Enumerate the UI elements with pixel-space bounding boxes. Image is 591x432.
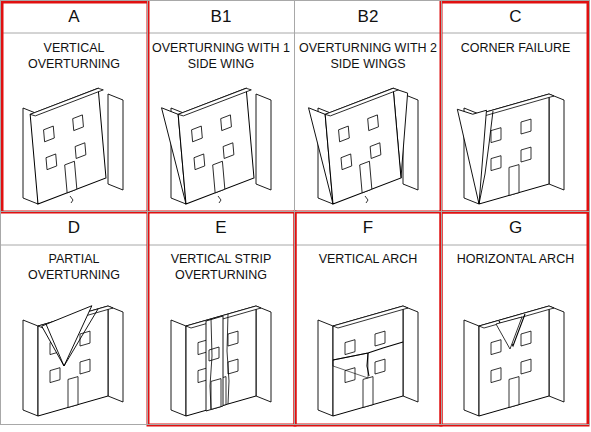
failure-mode-cell: B2OVERTURNING WITH 2 SIDE WINGS [294, 0, 442, 212]
mode-letter: D [1, 212, 147, 244]
failure-mode-cell: DPARTIAL OVERTURNING [0, 211, 148, 425]
failure-mode-cell: FVERTICAL ARCH [294, 211, 442, 425]
mode-letter: G [442, 212, 589, 244]
failure-mode-cell: B1OVERTURNING WITH 1 SIDE WING [147, 0, 295, 212]
mode-letter: F [295, 212, 441, 244]
mode-title: HORIZONTAL ARCH [442, 244, 589, 267]
mode-title: VERTICAL ARCH [295, 244, 441, 267]
mode-letter: B1 [148, 1, 294, 33]
mode-title: VERTICAL OVERTURNING [1, 33, 147, 72]
mode-title: PARTIAL OVERTURNING [1, 244, 147, 283]
mode-title: VERTICAL STRIP OVERTURNING [148, 244, 294, 283]
mode-title: OVERTURNING WITH 2 SIDE WINGS [295, 33, 441, 72]
mode-letter: A [1, 1, 147, 33]
mode-title: OVERTURNING WITH 1 SIDE WING [148, 33, 294, 72]
mode-letter: E [148, 212, 294, 244]
failure-mode-cell: AVERTICAL OVERTURNING [0, 0, 148, 212]
mode-letter: B2 [295, 1, 441, 33]
failure-mode-cell: CCORNER FAILURE [441, 0, 590, 212]
failure-mode-cell: EVERTICAL STRIP OVERTURNING [147, 211, 295, 425]
mode-title: CORNER FAILURE [442, 33, 589, 56]
mode-letter: C [442, 1, 589, 33]
failure-mode-cell: GHORIZONTAL ARCH [441, 211, 590, 425]
